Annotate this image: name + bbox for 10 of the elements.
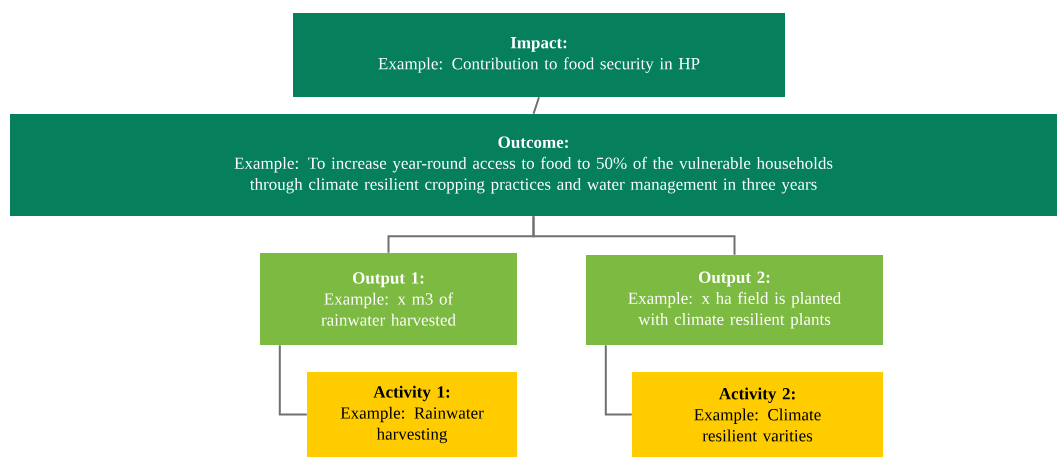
output-box: Output 1: Example: x m3 of rainwater harvested	[260, 253, 517, 345]
connector-line	[532, 215, 736, 256]
output-box: Output 2: Example: x ha field is planted with climate resilient plants	[586, 255, 883, 345]
activity-box: Activity 2: Example: Climate resilient varities	[632, 372, 883, 457]
impact-box: Impact: Example: Contribution to food security in HP	[293, 13, 785, 97]
activity-box: Activity 1: Example: Rainwater harvesting	[307, 372, 517, 457]
connector-line	[604, 344, 633, 416]
outcome-box: Outcome: Example: To increase year-round access to food to 50% of the vulnerable households through climate resilient cropping practices and water management in three years	[10, 114, 1057, 216]
connector-line	[532, 96, 540, 115]
connector-line	[278, 344, 308, 416]
